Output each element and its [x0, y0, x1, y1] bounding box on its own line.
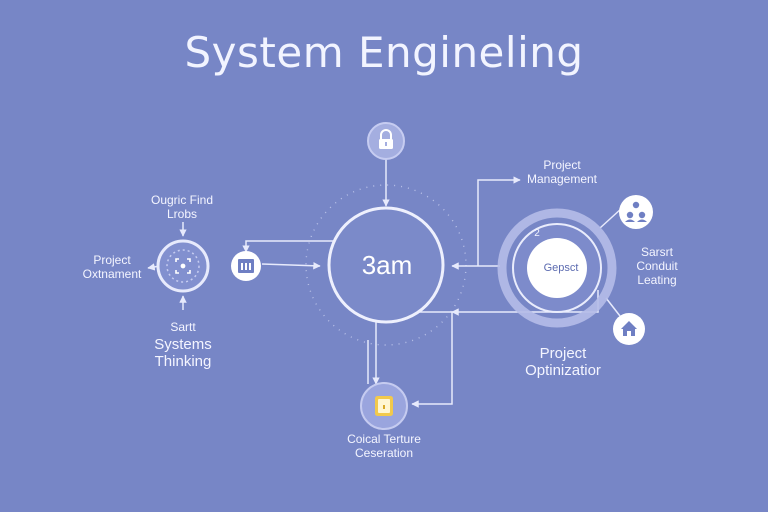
- connector-to-management: [477, 176, 521, 266]
- connector-to-people: [599, 207, 623, 229]
- bottom-left-small-label: Sartt: [170, 320, 196, 334]
- document-icon: [375, 396, 393, 416]
- hub-label: 3am: [361, 250, 413, 280]
- connector-hub-down-right: [411, 311, 453, 408]
- connectors: [147, 156, 623, 408]
- building-icon: [238, 259, 254, 273]
- connector-inner-loop: [451, 290, 599, 316]
- connector-to-home: [605, 297, 621, 317]
- right-outer-ring: [497, 208, 617, 328]
- people-icon: [625, 201, 647, 222]
- lock-icon: [379, 129, 393, 149]
- hub-node: [327, 206, 445, 324]
- right-inner-node: [527, 238, 587, 298]
- inner-node-label: Gepsct: [543, 262, 579, 274]
- hub-dotted-ring: [305, 184, 467, 346]
- connector-hub-to-building: [242, 240, 336, 253]
- home-icon: [621, 321, 637, 336]
- diagram-title: System Engineling: [184, 28, 584, 77]
- connector-left-to-hub: [261, 262, 321, 270]
- people-node: [619, 195, 653, 229]
- focus-icon: [175, 258, 191, 274]
- connector-mark-two: 2: [534, 228, 540, 239]
